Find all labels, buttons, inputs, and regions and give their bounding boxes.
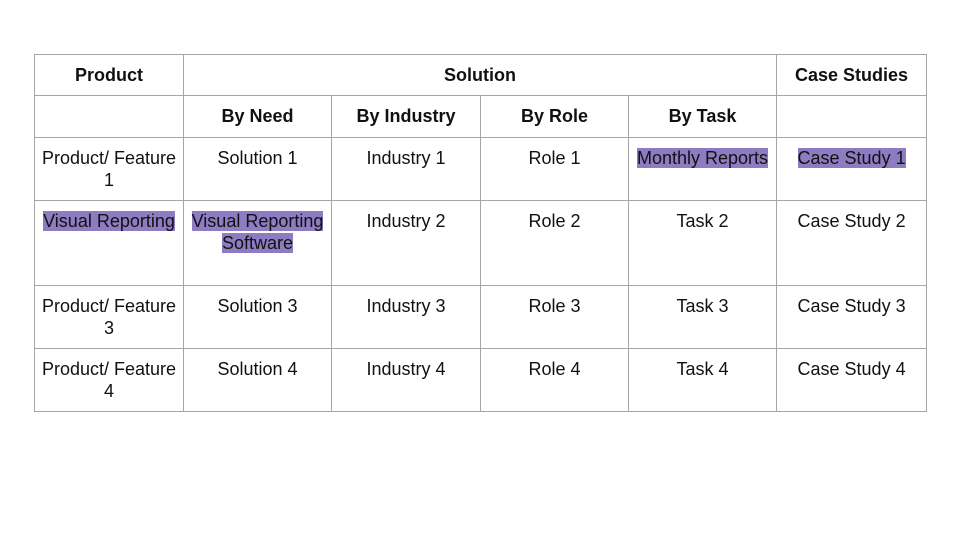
cell-industry: Industry 3 [331, 285, 481, 349]
cell-text: Role 2 [528, 211, 581, 231]
cell-task: Task 3 [627, 285, 778, 349]
table-row: Visual Reporting Visual Reporting Softwa… [34, 200, 928, 286]
cell-text: Industry 3 [366, 296, 446, 316]
cell-role: Role 2 [480, 200, 629, 286]
cell-text: Industry 1 [366, 148, 446, 168]
cell-text: Role 3 [528, 296, 581, 316]
subheader-case-studies-empty [776, 95, 928, 138]
cell-text: Case Study 4 [797, 359, 906, 379]
cell-text: Solution 1 [217, 148, 298, 168]
cell-text: Task 2 [676, 211, 729, 231]
cell-need: Solution 3 [183, 285, 332, 349]
cell-text: Task 4 [676, 359, 729, 379]
table-row: Product/ Feature 1 Solution 1 Industry 1… [34, 137, 928, 201]
table-row: Product/ Feature 3 Solution 3 Industry 3… [34, 285, 928, 349]
highlighted-text: Visual Reporting Software [191, 211, 324, 253]
cell-product: Product/ Feature 3 [34, 285, 184, 349]
cell-text: Industry 2 [366, 211, 446, 231]
cell-text: Product/ Feature 3 [41, 296, 177, 338]
cell-need: Solution 1 [183, 137, 332, 201]
subheader-by-role: By Role [480, 95, 629, 138]
highlighted-text: Monthly Reports [636, 148, 769, 168]
cell-need: Visual Reporting Software [183, 200, 332, 286]
subheader-by-industry: By Industry [331, 95, 481, 138]
cell-text: Product/ Feature 1 [41, 148, 177, 190]
header-solution: Solution [182, 54, 778, 96]
cell-role: Role 1 [480, 137, 629, 201]
cell-case-study: Case Study 4 [776, 348, 928, 412]
cell-case-study: Case Study 2 [776, 200, 928, 286]
cell-role: Role 4 [480, 348, 629, 412]
cell-need: Solution 4 [183, 348, 332, 412]
cell-case-study: Case Study 3 [776, 285, 928, 349]
cell-text: Solution 3 [217, 296, 298, 316]
subheader-product-empty [34, 95, 184, 138]
header-row-sub: By Need By Industry By Role By Task [34, 95, 928, 138]
highlighted-text: Visual Reporting [43, 211, 175, 231]
subheader-by-task: By Task [627, 95, 778, 138]
cell-text: Role 1 [528, 148, 581, 168]
cell-task: Monthly Reports [627, 137, 778, 201]
cell-case-study: Case Study 1 [776, 137, 928, 201]
table-row: Product/ Feature 4 Solution 4 Industry 4… [34, 348, 928, 412]
cell-product: Product/ Feature 1 [34, 137, 184, 201]
cell-industry: Industry 2 [331, 200, 481, 286]
cell-task: Task 2 [627, 200, 778, 286]
cell-role: Role 3 [480, 285, 629, 349]
cell-text: Product/ Feature 4 [41, 359, 177, 401]
header-product: Product [34, 54, 184, 96]
cell-industry: Industry 1 [331, 137, 481, 201]
subheader-by-need: By Need [183, 95, 332, 138]
cell-text: Solution 4 [217, 359, 298, 379]
content-mapping-table: Product Solution Case Studies By Need By… [34, 54, 928, 412]
cell-industry: Industry 4 [331, 348, 481, 412]
cell-text: Case Study 3 [797, 296, 906, 316]
cell-product: Visual Reporting [34, 200, 184, 286]
cell-task: Task 4 [627, 348, 778, 412]
highlighted-text: Case Study 1 [797, 148, 906, 168]
cell-product: Product/ Feature 4 [34, 348, 184, 412]
cell-text: Task 3 [676, 296, 729, 316]
header-case-studies: Case Studies [776, 54, 928, 96]
cell-text: Case Study 2 [797, 211, 906, 231]
cell-text: Role 4 [528, 359, 581, 379]
header-row-top: Product Solution Case Studies [34, 54, 928, 96]
cell-text: Industry 4 [366, 359, 446, 379]
